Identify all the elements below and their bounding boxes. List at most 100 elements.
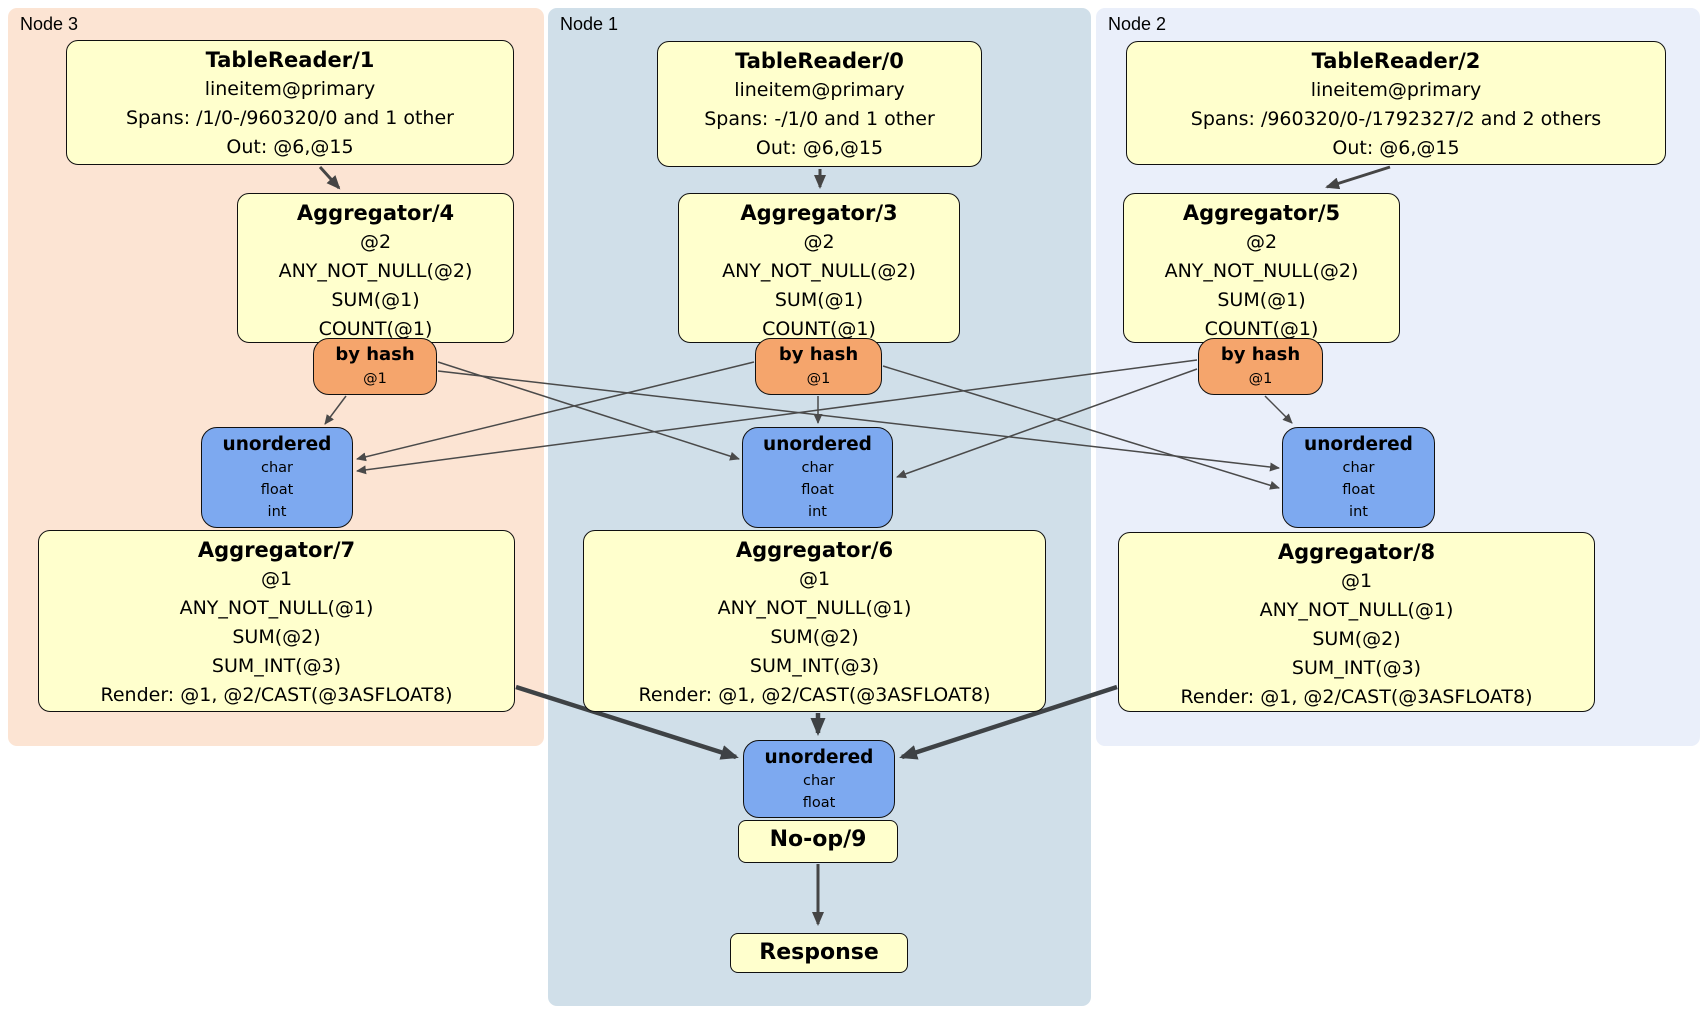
unordered1-type3: int <box>808 504 827 520</box>
edge-byhash3-unordered2 <box>437 370 1280 472</box>
unordered2-title: unordered <box>1304 434 1413 455</box>
aggregator8-fn3: SUM_INT(@3) <box>1291 657 1422 679</box>
tablereader2-spans: Spans: /960320/0-/1792327/2 and 2 others <box>1190 108 1602 130</box>
unordered1-sync: unordered char float int <box>742 427 893 528</box>
byhash1-router: by hash @1 <box>755 338 882 395</box>
aggregator3-box: Aggregator/3 @2 ANY_NOT_NULL(@2) SUM(@1)… <box>678 193 960 343</box>
aggregator8-render: Render: @1, @2/CAST(@3ASFLOAT8) <box>1180 686 1533 708</box>
edge-byhash2-unordered3 <box>356 359 1198 475</box>
aggregator5-box: Aggregator/5 @2 ANY_NOT_NULL(@2) SUM(@1)… <box>1123 193 1400 343</box>
noop-box: No-op/9 <box>738 820 898 863</box>
unordered1-title: unordered <box>763 434 872 455</box>
aggregator8-fn2: SUM(@2) <box>1312 628 1401 650</box>
tablereader2-title: TableReader/2 <box>1311 49 1481 73</box>
unordered3-type1: char <box>260 460 293 476</box>
aggregator7-groupcol: @1 <box>260 568 293 590</box>
aggregator4-box: Aggregator/4 @2 ANY_NOT_NULL(@2) SUM(@1)… <box>237 193 514 343</box>
aggregator7-title: Aggregator/7 <box>197 538 356 562</box>
response-box: Response <box>730 933 908 973</box>
edge-byhash3-unordered1 <box>437 361 740 461</box>
aggregator8-title: Aggregator/8 <box>1277 540 1436 564</box>
aggregator8-groupcol: @1 <box>1340 570 1373 592</box>
unordered2-type2: float <box>1342 482 1375 498</box>
aggregator4-fn3: COUNT(@1) <box>318 318 433 340</box>
final-unordered-sync: unordered char float <box>743 740 895 818</box>
tablereader2-index: lineitem@primary <box>1310 79 1482 101</box>
node2-label: Node 2 <box>1108 14 1167 34</box>
node1-label: Node 1 <box>560 14 619 34</box>
aggregator3-fn3: COUNT(@1) <box>762 318 876 340</box>
aggregator7-fn3: SUM_INT(@3) <box>211 655 342 677</box>
edge-byhash2-unordered1 <box>896 368 1198 479</box>
aggregator8-box: Aggregator/8 @1 ANY_NOT_NULL(@1) SUM(@2)… <box>1118 532 1595 712</box>
aggregator7-fn1: ANY_NOT_NULL(@1) <box>179 597 374 619</box>
unordered2-type3: int <box>1349 504 1368 520</box>
edge-aggregator8-final-unordered <box>899 684 1118 760</box>
aggregator7-render: Render: @1, @2/CAST(@3ASFLOAT8) <box>100 684 453 706</box>
edge-aggregator7-final-unordered <box>515 684 739 760</box>
edge-byhash1-unordered3 <box>356 361 755 462</box>
byhash3-router: by hash @1 <box>313 338 437 395</box>
tablereader0-title: TableReader/0 <box>735 49 904 73</box>
edge-tablereader2-aggregator5 <box>1325 165 1391 190</box>
aggregator5-fn2: SUM(@1) <box>1217 289 1306 311</box>
aggregator6-groupcol: @1 <box>798 568 831 590</box>
byhash2-router: by hash @1 <box>1198 338 1323 395</box>
tablereader0-box: TableReader/0 lineitem@primary Spans: -/… <box>657 41 982 167</box>
aggregator7-box: Aggregator/7 @1 ANY_NOT_NULL(@1) SUM(@2)… <box>38 530 515 712</box>
tablereader1-title: TableReader/1 <box>205 48 375 72</box>
final-unordered-type1: char <box>802 773 835 789</box>
unordered1-type1: char <box>801 460 834 476</box>
edge-byhash2-unordered2 <box>1264 395 1293 424</box>
tablereader2-out: Out: @6,@15 <box>1332 137 1460 159</box>
final-unordered-title: unordered <box>764 747 874 768</box>
aggregator4-fn1: ANY_NOT_NULL(@2) <box>278 260 473 282</box>
aggregator5-groupcol: @2 <box>1245 231 1278 253</box>
aggregator3-fn2: SUM(@1) <box>774 289 864 311</box>
aggregator6-title: Aggregator/6 <box>735 538 894 562</box>
aggregator6-fn3: SUM_INT(@3) <box>749 655 880 677</box>
aggregator5-title: Aggregator/5 <box>1182 201 1341 225</box>
aggregator3-groupcol: @2 <box>803 231 835 253</box>
noop-title: No-op/9 <box>769 827 867 852</box>
final-unordered-type2: float <box>802 795 836 811</box>
aggregator4-fn2: SUM(@1) <box>331 289 420 311</box>
tablereader1-box: TableReader/1 lineitem@primary Spans: /1… <box>66 40 514 165</box>
byhash2-col: @1 <box>1248 371 1273 387</box>
unordered3-sync: unordered char float int <box>201 427 353 528</box>
aggregator4-groupcol: @2 <box>359 231 392 253</box>
aggregator3-title: Aggregator/3 <box>740 201 898 225</box>
unordered1-type2: float <box>801 482 834 498</box>
aggregator6-fn1: ANY_NOT_NULL(@1) <box>717 597 912 619</box>
response-title: Response <box>759 940 879 965</box>
tablereader0-out: Out: @6,@15 <box>755 137 884 159</box>
unordered3-type3: int <box>267 504 287 520</box>
unordered3-type2: float <box>260 482 294 498</box>
tablereader1-spans: Spans: /1/0-/960320/0 and 1 other <box>126 107 454 129</box>
aggregator6-fn2: SUM(@2) <box>770 626 859 648</box>
node3-label: Node 3 <box>20 14 79 34</box>
aggregator8-fn1: ANY_NOT_NULL(@1) <box>1259 599 1454 621</box>
edge-byhash3-unordered3 <box>324 395 347 425</box>
unordered2-sync: unordered char float int <box>1282 427 1435 528</box>
tablereader1-index: lineitem@primary <box>204 78 376 100</box>
edge-byhash1-unordered2 <box>882 365 1280 490</box>
unordered2-type1: char <box>1342 460 1375 476</box>
tablereader0-index: lineitem@primary <box>734 79 905 101</box>
byhash2-title: by hash <box>1220 344 1301 365</box>
byhash1-col: @1 <box>806 371 831 387</box>
aggregator3-fn1: ANY_NOT_NULL(@2) <box>722 260 916 282</box>
byhash3-title: by hash <box>335 344 415 365</box>
aggregator5-fn3: COUNT(@1) <box>1204 318 1319 340</box>
aggregator7-fn2: SUM(@2) <box>232 626 321 648</box>
unordered3-title: unordered <box>222 434 332 455</box>
aggregator6-render: Render: @1, @2/CAST(@3ASFLOAT8) <box>638 684 991 706</box>
aggregator5-fn1: ANY_NOT_NULL(@2) <box>1164 260 1359 282</box>
aggregator6-box: Aggregator/6 @1 ANY_NOT_NULL(@1) SUM(@2)… <box>583 530 1046 712</box>
aggregator4-title: Aggregator/4 <box>296 201 455 225</box>
tablereader1-out: Out: @6,@15 <box>226 136 354 158</box>
byhash1-title: by hash <box>778 344 859 365</box>
byhash3-col: @1 <box>363 371 387 387</box>
